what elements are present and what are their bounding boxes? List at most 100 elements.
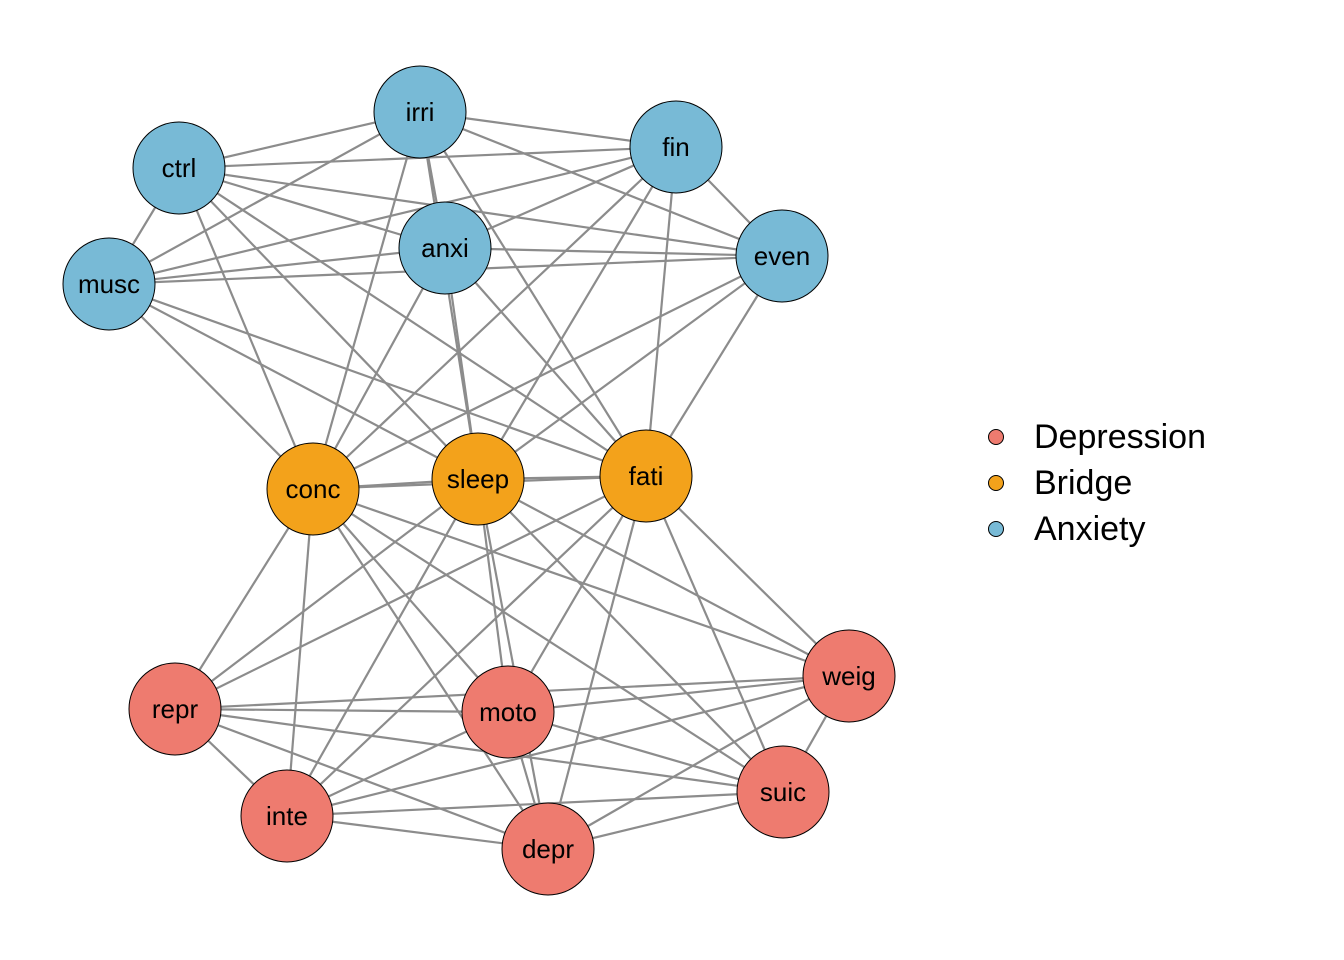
node-label-conc: conc	[286, 474, 341, 504]
node-sleep: sleep	[431, 432, 525, 526]
node-layer: irri fin ctrl anxi even musc conc sleep fati weig…	[62, 65, 896, 896]
edge-irri-conc	[311, 111, 422, 490]
node-conc: conc	[266, 442, 360, 536]
legend: Depression Bridge Anxiety	[982, 414, 1206, 552]
node-circle-depr	[501, 802, 595, 896]
node-circle-fati	[599, 429, 693, 523]
edge-irri-even	[419, 110, 783, 258]
node-irri: irri	[373, 65, 467, 159]
edge-even-sleep	[477, 255, 783, 480]
node-moto: moto	[461, 665, 555, 759]
node-circle-suic	[736, 745, 830, 839]
legend-label-bridge: Bridge	[1034, 464, 1133, 502]
node-label-fin: fin	[662, 132, 689, 162]
node-inte: inte	[240, 769, 334, 863]
edge-fati-repr	[174, 475, 647, 710]
node-label-inte: inte	[266, 801, 308, 831]
edge-sleep-repr	[174, 478, 479, 710]
node-fati: fati	[599, 429, 693, 523]
node-circle-inte	[240, 769, 334, 863]
node-label-repr: repr	[152, 694, 199, 724]
edge-irri-musc	[108, 111, 421, 285]
edge-sleep-suic	[477, 478, 784, 793]
edge-musc-fati	[108, 282, 647, 478]
legend-swatch-depression	[988, 429, 1004, 445]
edge-repr-moto	[174, 707, 509, 714]
edge-ctrl-fati	[178, 167, 647, 477]
edge-sleep-depr	[476, 478, 550, 850]
legend-label-depression: Depression	[1034, 418, 1206, 456]
node-label-weig: weig	[821, 661, 875, 691]
node-label-depr: depr	[522, 834, 574, 864]
legend-item-depression: Depression	[982, 414, 1206, 460]
node-label-anxi: anxi	[421, 233, 469, 263]
node-circle-musc	[62, 237, 156, 331]
edge-fin-musc	[108, 145, 677, 286]
edge-sleep-inte	[286, 478, 479, 817]
edge-moto-suic	[507, 710, 784, 794]
edge-sleep-weig	[477, 478, 850, 677]
node-circle-weig	[802, 629, 896, 723]
node-circle-ctrl	[132, 121, 226, 215]
edge-fati-depr	[546, 475, 648, 850]
edge-inte-suic	[286, 790, 784, 818]
edge-ctrl-conc	[177, 167, 315, 490]
edge-fati-suic	[644, 475, 785, 793]
edge-anxi-even	[444, 246, 783, 258]
node-weig: weig	[802, 629, 896, 723]
node-label-moto: moto	[479, 697, 537, 727]
node-label-ctrl: ctrl	[162, 153, 197, 183]
legend-label-anxiety: Anxiety	[1034, 510, 1146, 548]
node-label-even: even	[754, 241, 810, 271]
node-circle-repr	[128, 662, 222, 756]
node-circle-irri	[373, 65, 467, 159]
edge-musc-conc	[108, 283, 314, 490]
edge-even-conc	[312, 255, 783, 490]
node-label-sleep: sleep	[447, 464, 509, 494]
edge-fin-sleep	[477, 146, 677, 480]
legend-swatch-bridge	[988, 475, 1004, 491]
node-musc: musc	[62, 237, 156, 331]
edge-conc-inte	[285, 488, 315, 817]
edge-moto-weig	[507, 674, 850, 714]
edge-weig-inte	[286, 674, 850, 818]
edge-conc-weig	[312, 487, 850, 678]
edge-conc-depr	[312, 488, 549, 850]
edge-repr-suic	[174, 707, 784, 794]
node-anxi: anxi	[398, 201, 492, 295]
node-circle-fin	[629, 100, 723, 194]
edge-ctrl-sleep	[178, 167, 479, 480]
node-label-musc: musc	[78, 269, 140, 299]
node-label-irri: irri	[406, 97, 435, 127]
node-circle-anxi	[398, 201, 492, 295]
legend-swatch-anxiety	[988, 521, 1004, 537]
legend-item-anxiety: Anxiety	[982, 506, 1206, 552]
edge-musc-sleep	[108, 283, 479, 480]
node-fin: fin	[629, 100, 723, 194]
edge-fin-conc	[312, 146, 677, 490]
edge-anxi-musc	[108, 246, 446, 286]
edge-fati-weig	[645, 475, 850, 677]
node-even: even	[735, 209, 829, 303]
edge-anxi-fati	[444, 247, 647, 477]
node-circle-sleep	[431, 432, 525, 526]
edge-weig-depr	[547, 675, 850, 850]
edge-conc-moto	[312, 488, 509, 713]
legend-item-bridge: Bridge	[982, 460, 1206, 506]
edge-fin-fati	[644, 146, 678, 477]
node-label-fati: fati	[629, 461, 664, 491]
node-circle-conc	[266, 442, 360, 536]
node-suic: suic	[736, 745, 830, 839]
edge-ctrl-even	[178, 166, 783, 258]
node-repr: repr	[128, 662, 222, 756]
edge-fati-inte	[286, 475, 647, 817]
node-ctrl: ctrl	[132, 121, 226, 215]
edge-irri-fati	[419, 111, 647, 477]
node-circle-even	[735, 209, 829, 303]
node-depr: depr	[501, 802, 595, 896]
node-circle-moto	[461, 665, 555, 759]
edge-conc-suic	[312, 488, 784, 793]
node-label-suic: suic	[760, 777, 806, 807]
edge-repr-depr	[174, 707, 549, 851]
